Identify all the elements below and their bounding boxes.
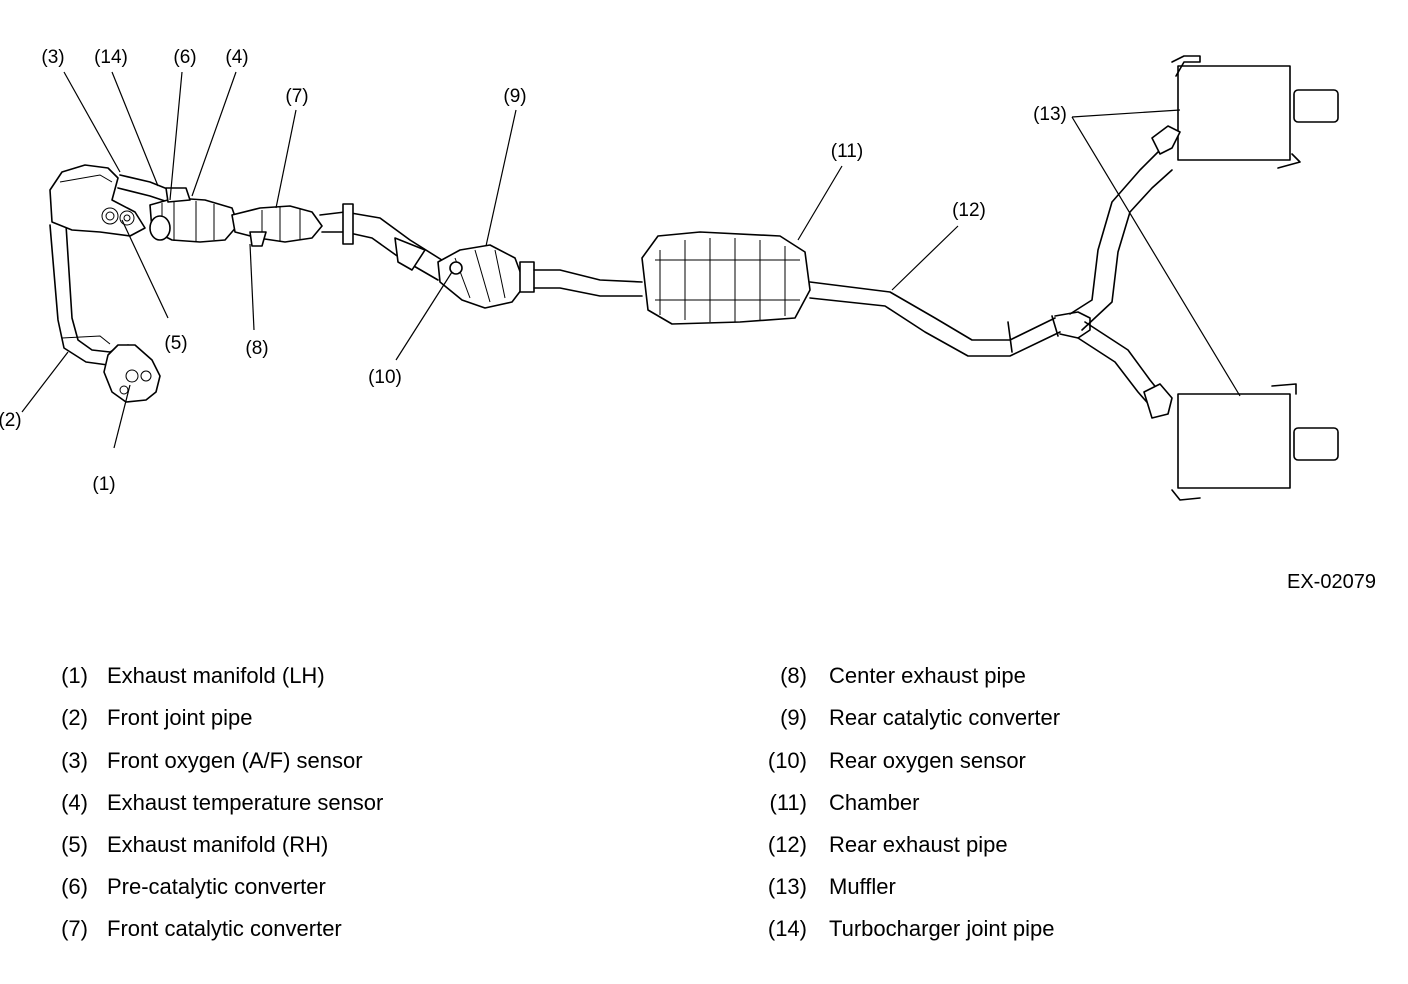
legend-num: (14): [767, 916, 807, 941]
callout-2: (2): [0, 410, 22, 431]
legend-label: Rear catalytic converter: [829, 705, 1061, 730]
callout-3: (3): [41, 47, 64, 68]
legend-label: Pre-catalytic converter: [107, 874, 326, 899]
legend-label: Front joint pipe: [107, 705, 253, 730]
callout-11: (11): [831, 141, 863, 162]
exhaust-manifold-lh: [49, 224, 161, 403]
legend-label: Exhaust temperature sensor: [107, 790, 384, 815]
muffler-lower: [1143, 383, 1339, 501]
tail-pipes: [1054, 149, 1173, 409]
callout-1: (1): [92, 474, 115, 495]
legend-num: (7): [61, 916, 88, 941]
legend-label: Exhaust manifold (RH): [107, 832, 329, 857]
legend-num: (12): [767, 832, 807, 857]
legend-num: (1): [61, 663, 88, 688]
front-catalytic-converter: [231, 205, 323, 247]
legend-num: (11): [769, 790, 808, 815]
exhaust-manifold-rh: [49, 164, 171, 237]
callout-14: (14): [94, 47, 128, 68]
callout-12: (12): [952, 200, 986, 221]
legend-label: Rear oxygen sensor: [829, 748, 1026, 773]
callout-10: (10): [368, 367, 402, 388]
legend-label: Exhaust manifold (LH): [107, 663, 325, 688]
callout-4: (4): [225, 47, 248, 68]
legend-label: Front catalytic converter: [107, 916, 342, 941]
center-exhaust-pipe: [319, 203, 446, 281]
callout-13: (13): [1033, 104, 1067, 125]
legend-num: (3): [61, 748, 88, 773]
legend-label: Front oxygen (A/F) sensor: [107, 748, 363, 773]
callout-6: (6): [173, 47, 196, 68]
muffler-upper: [1151, 55, 1339, 169]
rear-exhaust-pipe: [809, 281, 1061, 357]
legend-label: Turbocharger joint pipe: [829, 916, 1055, 941]
rear-catalytic-converter: [437, 244, 535, 309]
callout-8: (8): [245, 338, 268, 359]
legend-num: (6): [61, 874, 88, 899]
legend-label: Muffler: [829, 874, 896, 899]
legend-label: Chamber: [829, 790, 920, 815]
leader-lines: [21, 71, 1241, 449]
intermediate-pipe: [533, 269, 643, 283]
legend-num: (9): [780, 705, 807, 730]
legend-num: (10): [767, 748, 807, 773]
callout-7: (7): [285, 86, 308, 107]
callout-5: (5): [164, 333, 187, 354]
legend-label: Center exhaust pipe: [829, 663, 1026, 688]
legend-num: (4): [61, 790, 88, 815]
chamber: [641, 231, 811, 325]
pre-catalytic-converter: [149, 187, 239, 243]
legend-num: (5): [61, 832, 88, 857]
figure-id: EX-02079: [1287, 571, 1376, 593]
legend-num: (13): [767, 874, 807, 899]
exhaust-system-diagram: (1) (2) (3) (14) (6) (4) (7) (5) (8) (9)…: [0, 47, 1339, 501]
legend-label: Rear exhaust pipe: [829, 832, 1008, 857]
callout-9: (9): [503, 86, 526, 107]
legend-num: (8): [780, 663, 807, 688]
legend-num: (2): [61, 705, 88, 730]
